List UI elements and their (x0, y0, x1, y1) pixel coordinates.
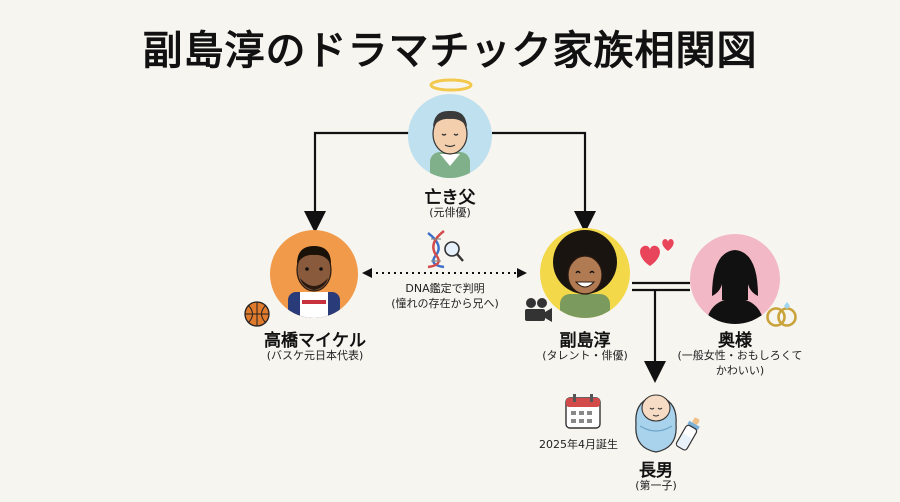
dna-caption-line1: DNA鑑定で判明 (405, 282, 485, 295)
father-to-michael-arrow (304, 131, 410, 233)
dna-caption: DNA鑑定で判明 (憧れの存在から兄へ) (376, 281, 514, 311)
halo-icon (429, 78, 473, 92)
birth-date: 2025年4月誕生 (539, 438, 618, 451)
rings-icon (766, 302, 797, 327)
hearts-icon (640, 239, 674, 266)
son-baby-illustration (635, 394, 677, 453)
michael-name: 高橋マイケル (264, 331, 366, 351)
jun-name: 副島淳 (559, 331, 611, 351)
dna-caption-line2: (憧れの存在から兄へ) (391, 297, 499, 310)
michael-role: (バスケ元日本代表) (266, 349, 364, 362)
michael-portrait (270, 230, 358, 318)
son-role: (第一子) (635, 479, 677, 492)
wife-role: (一般女性・おもしろくて かわいい) (640, 348, 840, 378)
father-role: (元俳優) (429, 206, 471, 219)
jun-portrait (540, 228, 630, 318)
dna-icon (427, 230, 464, 269)
father-name: 亡き父 (424, 188, 476, 208)
father-portrait (408, 94, 492, 178)
basketball-icon (244, 301, 270, 327)
camera-icon (525, 298, 552, 322)
calendar-icon (565, 394, 601, 429)
page-title: 副島淳のドラマチック家族相関図 (142, 28, 758, 74)
jun-role: (タレント・俳優) (542, 349, 628, 362)
wife-name: 奥様 (718, 331, 752, 351)
baby-bottle-icon (675, 417, 700, 451)
wife-portrait (690, 234, 780, 324)
wife-role-line1: (一般女性・おもしろくて (677, 349, 803, 362)
father-to-jun-arrow (492, 131, 596, 233)
wife-role-line2: かわいい) (715, 364, 765, 377)
son-name: 長男 (639, 461, 673, 481)
